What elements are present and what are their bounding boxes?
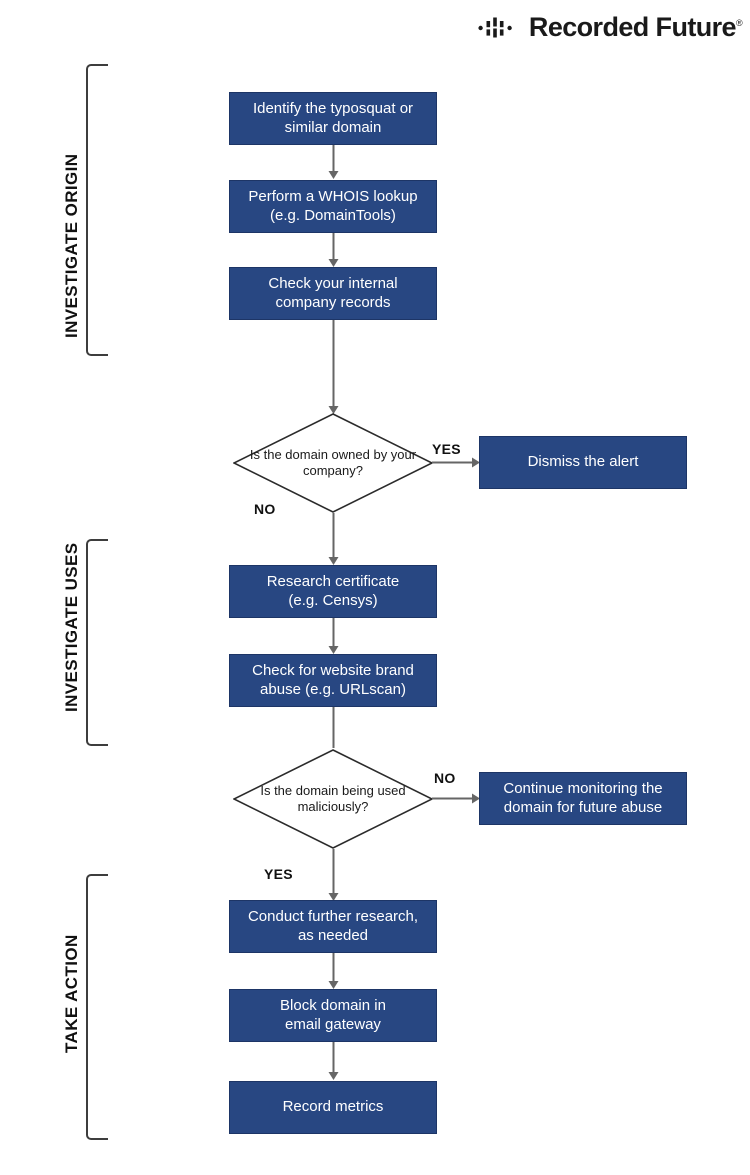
node-internal-records-line1: Check your internal [268, 274, 398, 292]
node-malicious-decision[interactable]: Is the domain being used maliciously? [233, 749, 433, 849]
node-record-metrics-line1: Record metrics [282, 1098, 384, 1116]
node-whois-lookup-line1: Perform a WHOIS lookup [248, 187, 418, 205]
brand-name-text: Recorded Future [528, 12, 737, 42]
section-bracket-investigate-uses [86, 539, 108, 746]
section-label-take-action: TAKE ACTION [62, 934, 81, 1053]
section-label-investigate-origin: INVESTIGATE ORIGIN [62, 153, 81, 338]
node-dismiss-alert-line1: Dismiss the alert [527, 453, 639, 471]
connector-certificate-to-brandabuse [327, 618, 340, 655]
brand-logo: Recorded Future® [478, 12, 743, 42]
branch-label-owned-yes: YES [432, 441, 461, 457]
node-dismiss-alert[interactable]: Dismiss the alert [479, 436, 687, 489]
node-record-metrics[interactable]: Record metrics [229, 1081, 437, 1134]
node-further-research[interactable]: Conduct further research, as needed [229, 900, 437, 953]
connector-block-to-metrics [327, 1042, 340, 1081]
node-research-certificate[interactable]: Research certificate (e.g. Censys) [229, 565, 437, 618]
connector-records-to-owned-decision [327, 320, 340, 415]
node-block-domain-line1: Block domain in [280, 996, 386, 1014]
connector-identify-to-whois [327, 145, 340, 180]
connector-whois-to-records [327, 233, 340, 268]
branch-label-malicious-yes: YES [264, 866, 293, 882]
node-identify-typosquat-line2: similar domain [284, 118, 382, 136]
connector-owned-no-to-research [327, 513, 340, 566]
section-bracket-take-action [86, 874, 108, 1140]
node-website-brand-abuse[interactable]: Check for website brand abuse (e.g. URLs… [229, 654, 437, 707]
node-research-certificate-line1: Research certificate [266, 572, 400, 590]
node-continue-monitoring-line2: domain for future abuse [503, 798, 663, 816]
node-continue-monitoring-line1: Continue monitoring the [503, 779, 663, 797]
recorded-future-mark-icon [478, 17, 512, 37]
node-identify-typosquat[interactable]: Identify the typosquat or similar domain [229, 92, 437, 145]
registered-trademark: ® [735, 18, 743, 28]
section-bracket-investigate-origin [86, 64, 108, 356]
connector-research-to-block [327, 953, 340, 990]
branch-label-malicious-no: NO [434, 770, 456, 786]
connector-owned-yes-to-dismiss [432, 456, 481, 469]
node-website-brand-abuse-line2: abuse (e.g. URLscan) [260, 680, 406, 698]
node-block-domain[interactable]: Block domain in email gateway [229, 989, 437, 1042]
node-research-certificate-line2: (e.g. Censys) [288, 591, 378, 609]
node-further-research-line1: Conduct further research, [247, 907, 419, 925]
node-internal-records[interactable]: Check your internal company records [229, 267, 437, 320]
node-continue-monitoring[interactable]: Continue monitoring the domain for futur… [479, 772, 687, 825]
node-internal-records-line2: company records [275, 293, 391, 311]
node-block-domain-line2: email gateway [285, 1015, 381, 1033]
branch-label-owned-no: NO [254, 501, 276, 517]
node-whois-lookup-line2: (e.g. DomainTools) [270, 206, 396, 224]
node-website-brand-abuse-line1: Check for website brand [252, 661, 414, 679]
brand-name: Recorded Future® [528, 12, 743, 42]
node-further-research-line2: as needed [297, 926, 369, 944]
section-label-investigate-uses: INVESTIGATE USES [62, 542, 81, 712]
connector-malicious-no-to-monitoring [432, 792, 481, 805]
connector-brandabuse-to-malicious-decision [327, 707, 340, 749]
node-identify-typosquat-line1: Identify the typosquat or [252, 99, 414, 117]
connector-malicious-yes-to-research [327, 849, 340, 902]
node-whois-lookup[interactable]: Perform a WHOIS lookup (e.g. DomainTools… [229, 180, 437, 233]
node-domain-owned-decision[interactable]: Is the domain owned by your company? [233, 413, 433, 513]
